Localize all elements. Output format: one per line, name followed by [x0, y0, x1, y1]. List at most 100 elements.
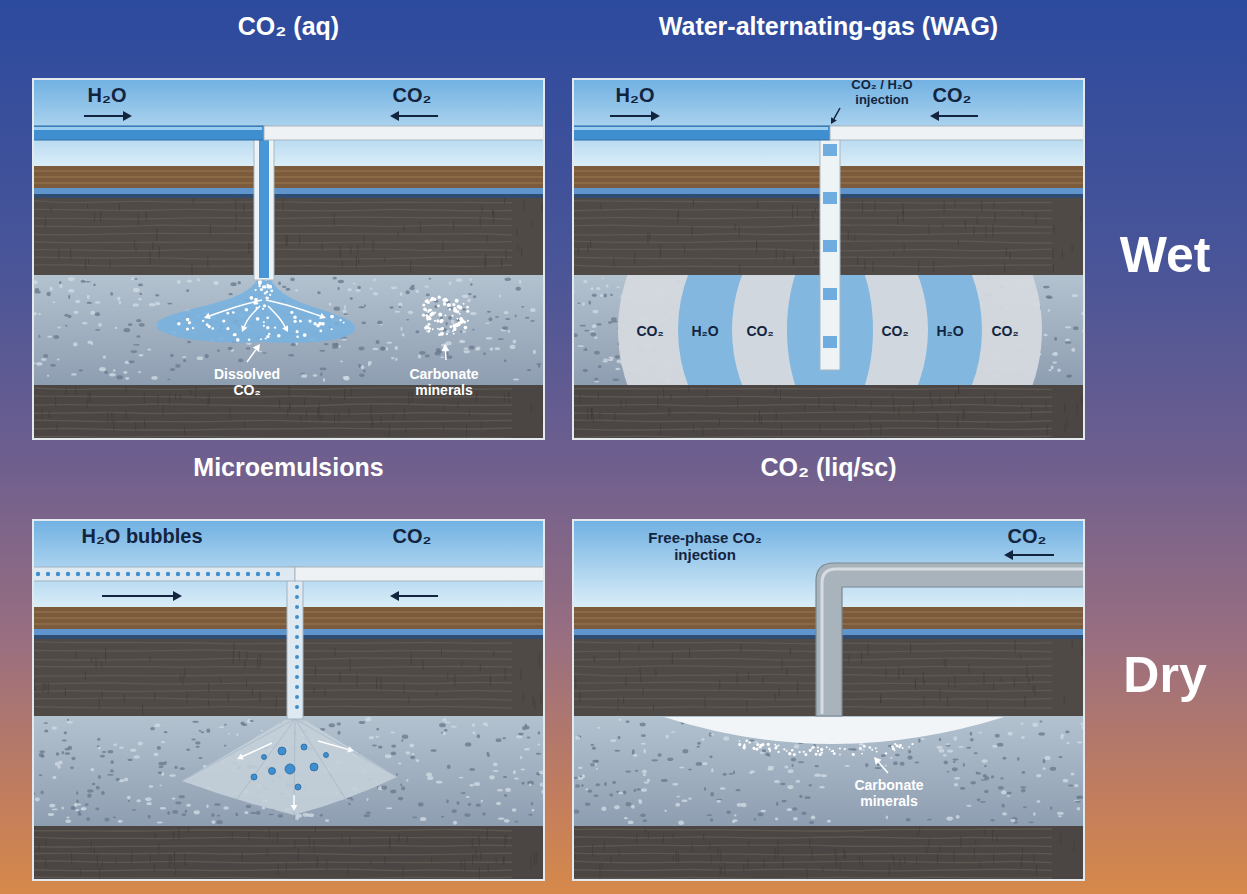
rock-grain [792, 205, 793, 218]
rock-grain [705, 696, 706, 708]
grain [104, 817, 109, 821]
grain [213, 281, 219, 285]
rock-grain [501, 258, 502, 268]
rock-grain [493, 210, 494, 223]
dissolved-dot [186, 318, 189, 321]
grain [784, 766, 788, 769]
rock-grain [184, 428, 185, 435]
grain [521, 782, 524, 785]
dissolved-dot [255, 289, 257, 291]
rock-grain [124, 695, 125, 703]
rock-grain [1052, 249, 1053, 258]
dissolved-dot [268, 333, 270, 335]
rock-grain [780, 389, 781, 400]
grain [161, 741, 165, 743]
arrow-head [390, 591, 399, 601]
rock-grain [812, 210, 813, 220]
rock-grain [572, 201, 1052, 203]
carbonate-mineral [427, 311, 429, 313]
grain [402, 333, 405, 336]
dissolved-dot [260, 338, 262, 340]
grain [513, 770, 516, 774]
rock-grain [939, 394, 940, 404]
grain [340, 361, 343, 363]
grain [1058, 756, 1062, 758]
rock-grain [775, 694, 776, 701]
rock-grain [638, 645, 639, 652]
rock-grain [319, 415, 320, 421]
grain [71, 806, 76, 810]
grain [76, 791, 78, 795]
grain [82, 322, 88, 324]
grain [596, 323, 601, 325]
rock-grain [32, 420, 512, 422]
rock-grain [492, 209, 493, 216]
grain [508, 330, 510, 333]
grain [66, 721, 73, 724]
grain [615, 355, 620, 359]
grain [520, 768, 525, 770]
rock-grain [46, 839, 47, 846]
rock-grain [504, 394, 505, 401]
grain [68, 295, 70, 299]
rock-grain [107, 412, 108, 422]
rock-grain [759, 410, 760, 423]
rock-grain [942, 223, 943, 228]
grain [997, 743, 1004, 747]
panel-label: CO₂ [625, 323, 675, 339]
carbonate-mineral [467, 320, 469, 322]
rock-grain [572, 209, 1052, 210]
grain [583, 280, 587, 283]
grain [167, 303, 172, 305]
grain [177, 280, 181, 284]
grain [172, 810, 178, 814]
water-bubble [269, 768, 276, 775]
grain [1048, 309, 1050, 312]
water-bubble [251, 774, 257, 780]
grain [192, 721, 199, 723]
rock-grain [321, 414, 322, 420]
grain [612, 378, 619, 381]
rock-grain [542, 415, 543, 424]
grain [583, 369, 588, 373]
rock-grain [381, 416, 382, 424]
grain [359, 721, 366, 724]
grain [386, 807, 392, 809]
rock-grain [994, 394, 995, 404]
carbonate-mineral [456, 318, 458, 320]
carbonate-mineral [434, 320, 436, 322]
rock-grain [737, 672, 738, 683]
grain [85, 281, 91, 283]
rock-grain [314, 841, 315, 853]
rock-grain [138, 214, 139, 225]
grain [154, 753, 159, 757]
rock-grain [1053, 225, 1054, 233]
rock-grain [944, 201, 945, 213]
grain [590, 331, 595, 333]
rock-grain [443, 423, 444, 430]
grain [788, 769, 794, 773]
soil-stripe [32, 176, 545, 178]
rock-grain [625, 676, 626, 686]
grain [41, 790, 44, 794]
rock-grain [99, 868, 100, 878]
rock-grain [955, 391, 956, 398]
arrow-line [445, 351, 447, 360]
rock-grain [693, 425, 694, 431]
rock-grain [88, 394, 89, 402]
grain [473, 295, 476, 298]
water-bubble [301, 744, 307, 750]
rock-grain [447, 672, 448, 679]
grain [427, 776, 433, 780]
grain [191, 738, 196, 740]
grain [946, 817, 953, 821]
water-bubble [295, 645, 299, 649]
dissolved-dot [343, 322, 345, 324]
rock-grain [775, 387, 776, 395]
rock-grain [444, 405, 445, 411]
water-bubble [76, 572, 80, 576]
rock-grain [180, 395, 181, 401]
grain [67, 719, 69, 721]
grain [502, 326, 508, 330]
rock-grain [269, 828, 270, 837]
